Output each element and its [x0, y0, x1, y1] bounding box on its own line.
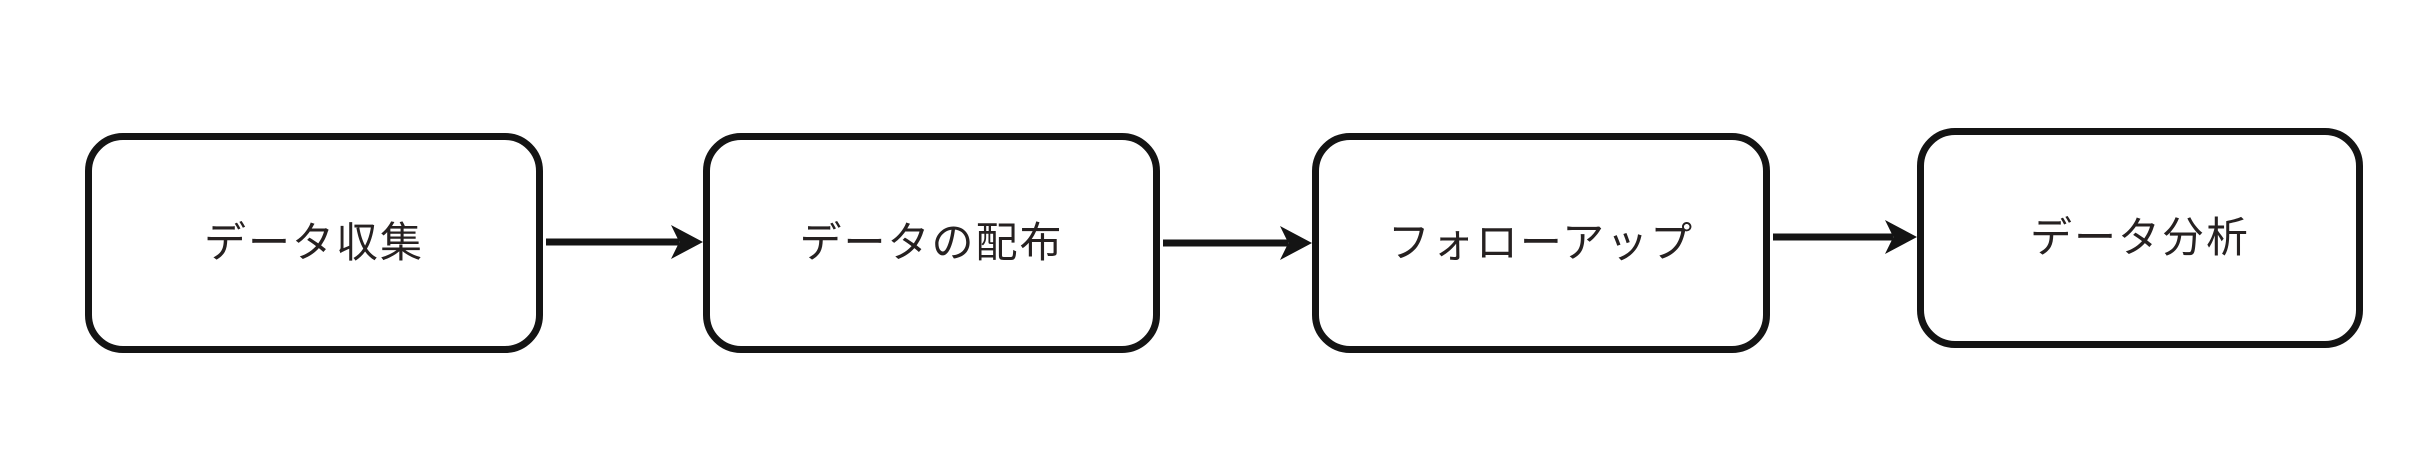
connector-follow-up-to-data-analysis	[1773, 217, 1917, 257]
arrow-line	[1773, 233, 1893, 241]
connector-data-collection-to-data-distribution	[546, 222, 703, 262]
arrow-line	[1163, 239, 1288, 247]
flow-node-label-follow-up: フォローアップ	[1387, 219, 1695, 266]
flow-node-label-data-distribution: データの配布	[799, 219, 1064, 266]
flow-node-data-distribution: データの配布	[703, 133, 1160, 353]
flow-node-data-analysis: データ分析	[1917, 128, 2363, 348]
arrow-line	[546, 238, 679, 246]
flow-node-follow-up: フォローアップ	[1312, 133, 1770, 353]
flow-node-data-collection: データ収集	[85, 133, 543, 353]
flow-node-label-data-analysis: データ分析	[2029, 214, 2250, 261]
connector-data-distribution-to-follow-up	[1163, 223, 1312, 263]
flow-node-label-data-collection: データ収集	[203, 219, 424, 266]
